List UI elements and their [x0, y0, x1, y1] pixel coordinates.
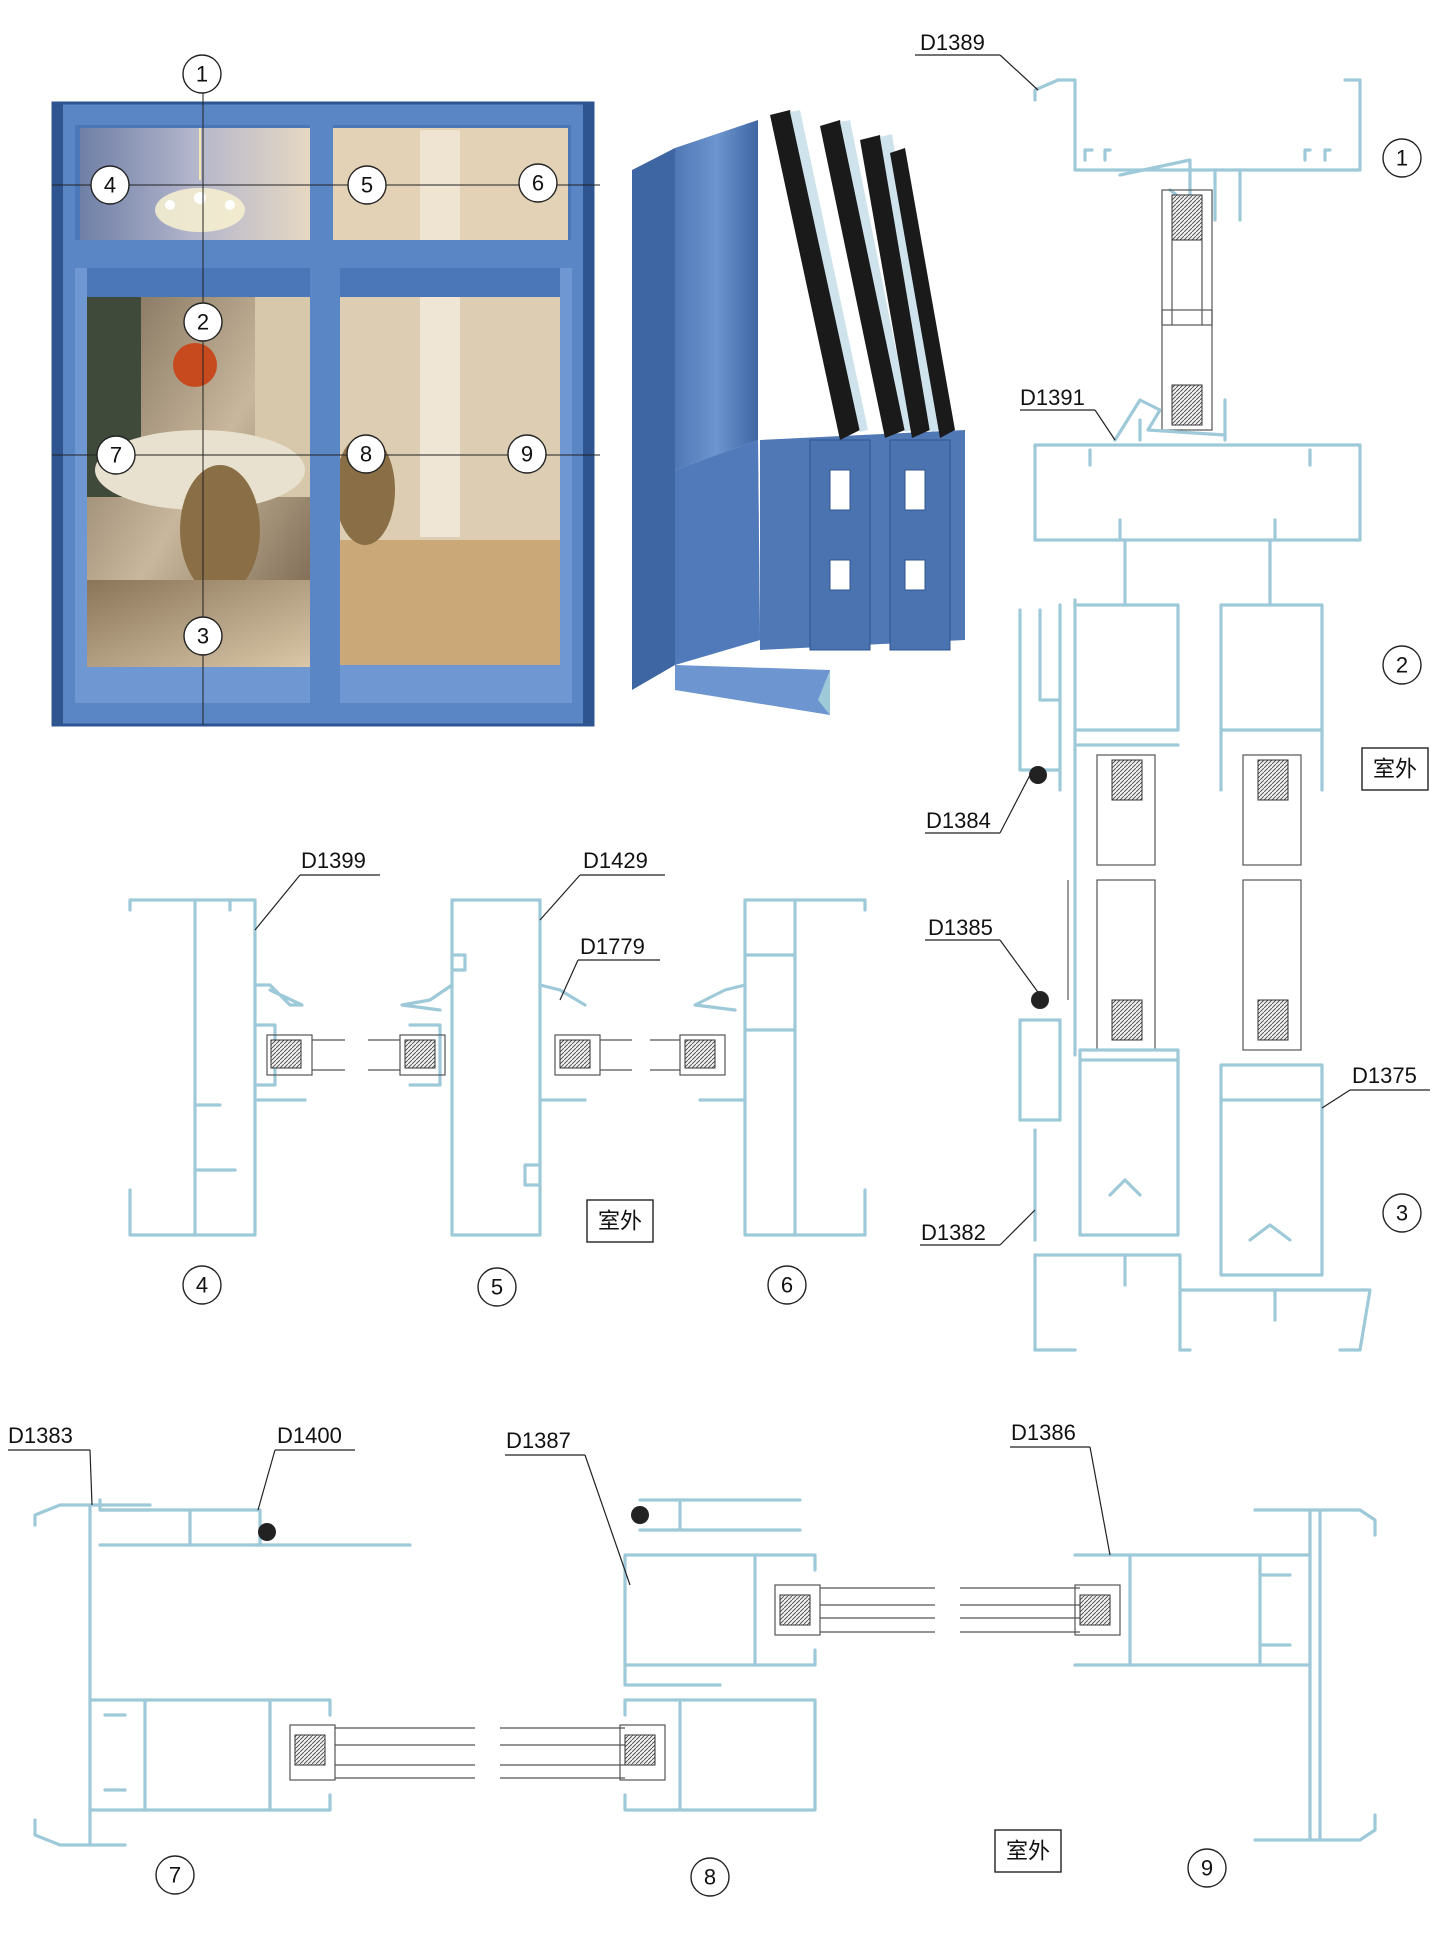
svg-text:室外: 室外 [1006, 1839, 1050, 1864]
svg-text:8: 8 [704, 1865, 716, 1890]
label-d1383: D1383 [8, 1423, 73, 1448]
outdoor-label-middle: 室外 [586, 1199, 654, 1243]
section-number-1: 1 [1382, 138, 1422, 178]
label-d1400: D1400 [277, 1423, 342, 1448]
svg-text:3: 3 [1396, 1201, 1408, 1226]
photo-marker-2: 2 [183, 302, 223, 342]
label-d1384: D1384 [926, 808, 991, 833]
photo-marker-3: 3 [183, 616, 223, 656]
section-vertical-123 [1018, 78, 1372, 1352]
section-number-9: 9 [1187, 1848, 1227, 1888]
svg-text:4: 4 [196, 1273, 208, 1298]
svg-text:3: 3 [197, 624, 209, 649]
svg-text:9: 9 [521, 442, 533, 467]
svg-text:9: 9 [1201, 1856, 1213, 1881]
chandelier-decor [155, 128, 245, 232]
label-d1387: D1387 [506, 1428, 571, 1453]
photo-marker-6: 6 [518, 163, 558, 203]
section-number-2: 2 [1382, 645, 1422, 685]
label-d1389: D1389 [920, 30, 985, 55]
svg-text:2: 2 [197, 310, 209, 335]
window-photo [51, 88, 600, 727]
svg-text:5: 5 [491, 1275, 503, 1300]
photo-marker-4: 4 [90, 165, 130, 205]
code-labels: D1389 D1391 D1384 D1385 D1375 D1382 D139… [8, 30, 1417, 1453]
svg-text:2: 2 [1396, 653, 1408, 678]
svg-text:4: 4 [104, 173, 116, 198]
section-number-6: 6 [767, 1265, 807, 1305]
svg-text:7: 7 [169, 1863, 181, 1888]
svg-text:8: 8 [360, 442, 372, 467]
label-d1386: D1386 [1011, 1420, 1076, 1445]
svg-text:1: 1 [1396, 146, 1408, 171]
section-number-3: 3 [1382, 1193, 1422, 1233]
photo-marker-9: 9 [507, 434, 547, 474]
outdoor-label-bottom: 室外 [994, 1829, 1062, 1873]
profile-3d-render [632, 110, 965, 715]
svg-text:6: 6 [781, 1273, 793, 1298]
section-number-8: 8 [690, 1857, 730, 1897]
photo-marker-7: 7 [96, 435, 136, 475]
svg-text:5: 5 [361, 173, 373, 198]
section-number-5: 5 [477, 1267, 517, 1307]
label-d1779: D1779 [580, 934, 645, 959]
section-horizontal-456 [128, 898, 867, 1237]
photo-marker-1: 1 [182, 54, 222, 94]
photo-marker-8: 8 [346, 434, 386, 474]
section-number-4: 4 [182, 1265, 222, 1305]
svg-text:6: 6 [532, 171, 544, 196]
svg-text:7: 7 [110, 443, 122, 468]
label-d1391: D1391 [1020, 385, 1085, 410]
photo-marker-5: 5 [347, 165, 387, 205]
label-d1385: D1385 [928, 915, 993, 940]
label-d1382: D1382 [921, 1220, 986, 1245]
svg-text:1: 1 [196, 62, 208, 87]
label-d1375: D1375 [1352, 1063, 1417, 1088]
section-horizontal-789 [33, 1498, 1377, 1847]
label-d1429: D1429 [583, 848, 648, 873]
svg-text:室外: 室外 [598, 1209, 642, 1234]
outdoor-label-right: 室外 [1361, 747, 1429, 791]
section-number-7: 7 [155, 1855, 195, 1895]
label-d1399: D1399 [301, 848, 366, 873]
leader-lines [8, 54, 1430, 1586]
svg-text:室外: 室外 [1373, 757, 1417, 782]
